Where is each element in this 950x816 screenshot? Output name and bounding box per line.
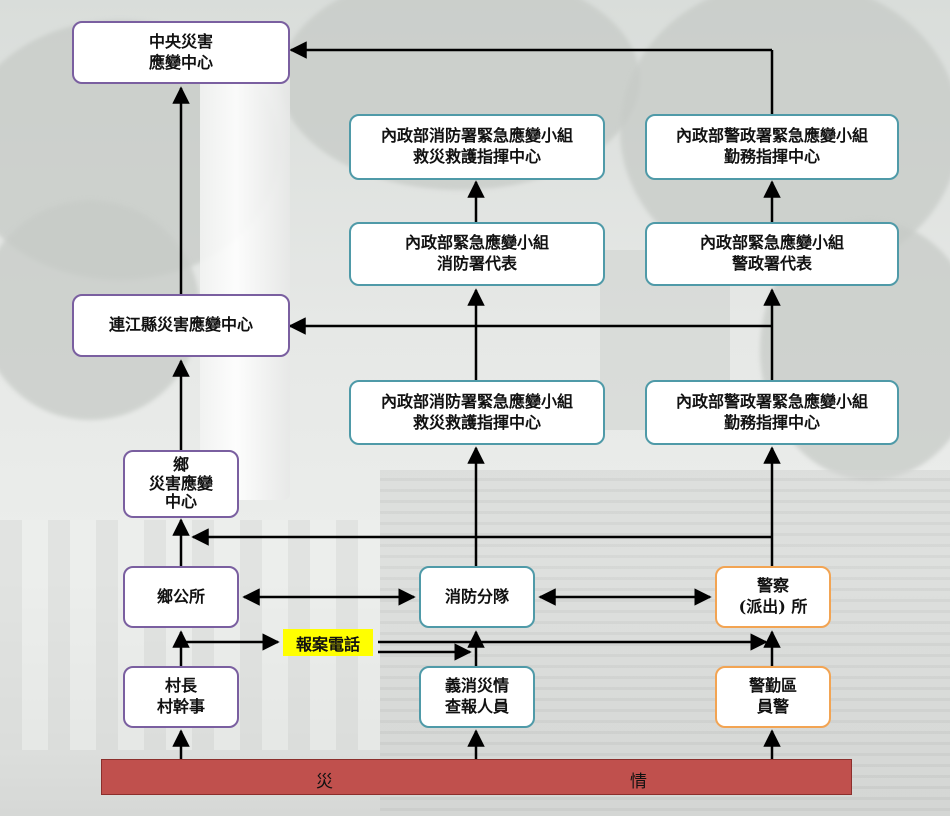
fire-command-mid-line2: 救災救護指揮中心 bbox=[412, 412, 541, 432]
fire-representative: 內政部緊急應變小組消防署代表 bbox=[349, 222, 605, 286]
disaster-left-char: 災 bbox=[316, 772, 333, 792]
township-office: 鄉公所 bbox=[123, 566, 239, 628]
police-rep-line2: 警政署代表 bbox=[731, 254, 812, 273]
fire-squad: 消防分隊 bbox=[419, 566, 535, 628]
village-chief-line2: 村幹事 bbox=[156, 697, 205, 716]
report-phone-label: 報案電話 bbox=[283, 629, 373, 656]
county-disaster-center: 連江縣災害應變中心 bbox=[72, 294, 290, 357]
fire-command-mid-line1: 內政部消防署緊急應變小組 bbox=[380, 391, 573, 411]
fire-command-top-line2: 救災救護指揮中心 bbox=[412, 147, 541, 166]
police-station: 警察(派出) 所 bbox=[715, 566, 831, 628]
police-command-mid-line1: 內政部警政署緊急應變小組 bbox=[675, 391, 868, 411]
township-disaster-center: 鄉災害應變中心 bbox=[123, 450, 239, 518]
volunteer-fire-line2: 查報人員 bbox=[444, 697, 509, 716]
police-officer-line2: 員警 bbox=[756, 697, 789, 716]
police-command-mid-line2: 勤務指揮中心 bbox=[723, 412, 820, 432]
township-center-line1: 鄉 bbox=[172, 455, 189, 475]
fire-command-mid: 內政部消防署緊急應變小組救災救護指揮中心 bbox=[349, 380, 605, 445]
fire-squad-line1: 消防分隊 bbox=[444, 586, 509, 606]
township-center-line2: 災害應變 bbox=[148, 473, 213, 493]
county-line1: 連江縣災害應變中心 bbox=[108, 315, 253, 335]
fire-command-top: 內政部消防署緊急應變小組救災救護指揮中心 bbox=[349, 114, 605, 180]
volunteer-fire-reporters: 義消災情查報人員 bbox=[419, 666, 535, 728]
police-officer: 警勤區員警 bbox=[715, 666, 831, 728]
volunteer-fire-line1: 義消災情 bbox=[444, 676, 509, 696]
fire-command-top-line1: 內政部消防署緊急應變小組 bbox=[380, 126, 573, 146]
disaster-bar: 災 情 bbox=[101, 759, 852, 795]
police-representative: 內政部緊急應變小組警政署代表 bbox=[645, 222, 899, 286]
village-chief-line1: 村長 bbox=[164, 676, 197, 696]
township-office-line1: 鄉公所 bbox=[156, 586, 205, 606]
police-command-top-line2: 勤務指揮中心 bbox=[723, 147, 820, 166]
police-station-line1: 警察 bbox=[756, 576, 789, 596]
central-line2: 應變中心 bbox=[148, 52, 213, 72]
village-chief: 村長村幹事 bbox=[123, 666, 239, 728]
police-officer-line1: 警勤區 bbox=[748, 676, 797, 696]
police-command-top: 內政部警政署緊急應變小組勤務指揮中心 bbox=[645, 114, 899, 180]
fire-rep-line1: 內政部緊急應變小組 bbox=[404, 233, 549, 253]
police-rep-line1: 內政部緊急應變小組 bbox=[699, 233, 844, 253]
disaster-right-char: 情 bbox=[630, 772, 647, 792]
police-station-line2: (派出) 所 bbox=[738, 597, 808, 616]
police-command-mid: 內政部警政署緊急應變小組勤務指揮中心 bbox=[645, 380, 899, 445]
fire-rep-line2: 消防署代表 bbox=[436, 254, 517, 273]
central-line1: 中央災害 bbox=[148, 31, 213, 51]
police-command-top-line1: 內政部警政署緊急應變小組 bbox=[675, 126, 868, 146]
township-center-line3: 中心 bbox=[164, 492, 197, 512]
central-disaster-center: 中央災害應變中心 bbox=[72, 21, 290, 84]
